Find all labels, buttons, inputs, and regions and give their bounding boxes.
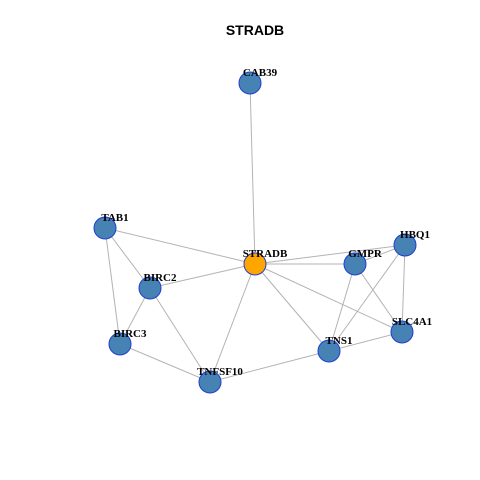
edge-tab1-birc3 [104,227,121,345]
edge-tab1-birc2 [104,227,151,289]
node-label-birc3: BIRC3 [113,328,147,340]
node-label-hbq1: HBQ1 [400,229,430,241]
edge-tns1-gmpr [328,263,356,352]
edge-tns1-slc4a1 [328,331,403,352]
edge-birc2-tnfsf10 [149,287,211,383]
node-label-gmpr: GMPR [348,248,383,260]
edge-stradb-tnfsf10 [209,263,256,383]
node-tns1[interactable] [317,339,341,363]
edge-birc3-tnfsf10 [119,343,211,383]
edge-tab1-stradb [104,227,256,265]
edge-tnfsf10-tns1 [209,350,330,383]
edge-stradb-hbq1 [254,244,406,265]
node-hbq1[interactable] [393,233,417,257]
node-stradb[interactable] [243,252,267,276]
node-tab1[interactable] [93,216,117,240]
edge-stradb-tns1 [254,263,330,352]
edge-hbq1-slc4a1 [401,244,406,333]
edge-cab39-stradb [249,82,256,265]
node-label-cab39: CAB39 [243,67,278,79]
edge-stradb-slc4a1 [254,263,403,333]
node-slc4a1[interactable] [390,320,414,344]
node-cab39[interactable] [238,71,262,95]
node-birc3[interactable] [108,332,132,356]
node-label-tns1: TNS1 [326,335,353,347]
node-label-slc4a1: SLC4A1 [392,316,432,328]
node-tnfsf10[interactable] [198,370,222,394]
node-birc2[interactable] [138,276,162,300]
node-label-stradb: STRADB [243,248,288,260]
edge-gmpr-slc4a1 [354,263,403,333]
node-label-birc2: BIRC2 [143,272,177,284]
node-label-tnfsf10: TNFSF10 [197,366,243,378]
node-gmpr[interactable] [343,252,367,276]
edge-stradb-birc2 [149,263,256,289]
node-layer [93,71,417,394]
edge-layer [104,82,406,383]
edge-tns1-hbq1 [328,244,406,352]
node-label-tab1: TAB1 [101,212,128,224]
diagram-title: STRADB [226,22,284,38]
